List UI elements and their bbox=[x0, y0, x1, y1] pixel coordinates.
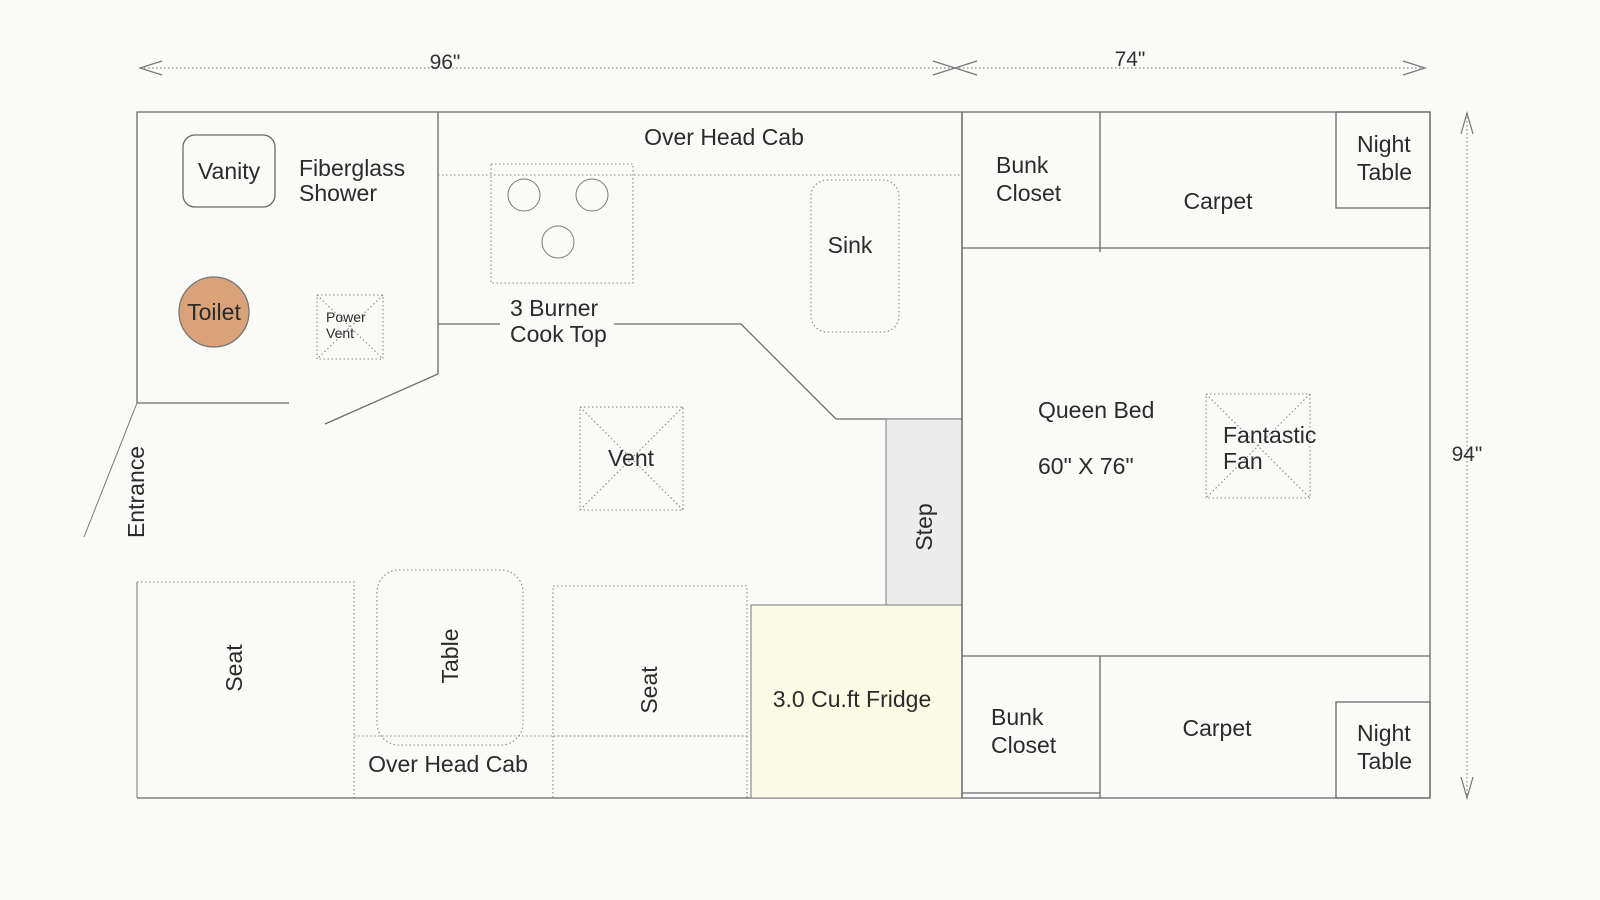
table-label: Table bbox=[437, 629, 463, 684]
cooktop-label-line2: Cook Top bbox=[510, 321, 607, 347]
dinette: Seat Table Seat Over Head Cab bbox=[136, 569, 962, 799]
vent-label: Vent bbox=[608, 445, 655, 471]
width-dimension: 96" bbox=[138, 51, 957, 76]
cabover: Bunk Closet Carpet Night Table Queen Bed… bbox=[961, 111, 1431, 799]
toilet bbox=[178, 276, 250, 348]
fridge bbox=[750, 604, 963, 799]
night-table-bottom-label-line1: Night bbox=[1357, 720, 1411, 746]
bunk-closet-top-label-line1: Bunk bbox=[996, 152, 1049, 178]
sink bbox=[810, 179, 900, 333]
overhead-cab-top-label: Over Head Cab bbox=[644, 124, 804, 150]
table bbox=[376, 569, 524, 746]
bed-size-label: 60" X 76" bbox=[1038, 453, 1134, 479]
fan-label-line1: Fantastic bbox=[1223, 422, 1316, 448]
night-table-top-label-line2: Table bbox=[1357, 159, 1412, 185]
entrance-label: Entrance bbox=[123, 446, 149, 538]
seat-left-label: Seat bbox=[221, 644, 247, 692]
bunk-closet-bottom-label-line2: Closet bbox=[991, 732, 1057, 758]
vent-icon bbox=[579, 406, 684, 511]
step-label: Step bbox=[911, 503, 937, 550]
kitchen: Over Head Cab 3 Burner Cook Top Sink Ven… bbox=[438, 111, 962, 511]
length-dimension: 74" bbox=[953, 48, 1427, 76]
height-label: 94" bbox=[1452, 443, 1483, 466]
seat-right-label: Seat bbox=[636, 666, 662, 714]
bunk-closet-top-label-line2: Closet bbox=[996, 180, 1062, 206]
night-table-top-label-line1: Night bbox=[1357, 131, 1411, 157]
burner-icon bbox=[575, 178, 609, 212]
entrance-door bbox=[83, 402, 138, 538]
length-label: 74" bbox=[1115, 48, 1146, 71]
carpet-top-label: Carpet bbox=[1183, 188, 1253, 214]
power-vent-label-line2: Vent bbox=[326, 325, 354, 341]
vanity bbox=[182, 134, 276, 208]
fantastic-fan-icon bbox=[1205, 393, 1311, 499]
height-dimension: 94" bbox=[1452, 110, 1483, 801]
width-label: 96" bbox=[430, 51, 461, 74]
shower-label-line1: Fiberglass bbox=[299, 155, 405, 181]
bathroom: Vanity Fiberglass Shower Toilet Power Ve… bbox=[136, 111, 439, 425]
shower-label-line2: Shower bbox=[299, 180, 377, 206]
power-vent-label-line1: Power bbox=[326, 309, 366, 325]
power-vent-icon bbox=[316, 294, 384, 360]
toilet-label: Toilet bbox=[187, 299, 241, 325]
bunk-closet-bottom-label-line1: Bunk bbox=[991, 704, 1044, 730]
fan-label-line2: Fan bbox=[1223, 448, 1263, 474]
burner-icon bbox=[541, 225, 575, 259]
sink-label: Sink bbox=[828, 232, 873, 258]
vanity-label: Vanity bbox=[198, 158, 261, 184]
night-table-top bbox=[1335, 111, 1431, 209]
carpet-bottom-label: Carpet bbox=[1182, 715, 1252, 741]
overhead-cab-bottom-label: Over Head Cab bbox=[368, 751, 528, 777]
cooktop-label-line1: 3 Burner bbox=[510, 295, 599, 321]
counter-edge bbox=[614, 323, 962, 420]
cooktop bbox=[490, 163, 634, 284]
burner-icon bbox=[507, 178, 541, 212]
night-table-bottom-label-line2: Table bbox=[1357, 748, 1412, 774]
queen-bed-label: Queen Bed bbox=[1038, 397, 1154, 423]
step bbox=[885, 418, 963, 606]
night-table-bottom bbox=[1335, 701, 1431, 799]
fridge-label: 3.0 Cu.ft Fridge bbox=[773, 686, 932, 712]
